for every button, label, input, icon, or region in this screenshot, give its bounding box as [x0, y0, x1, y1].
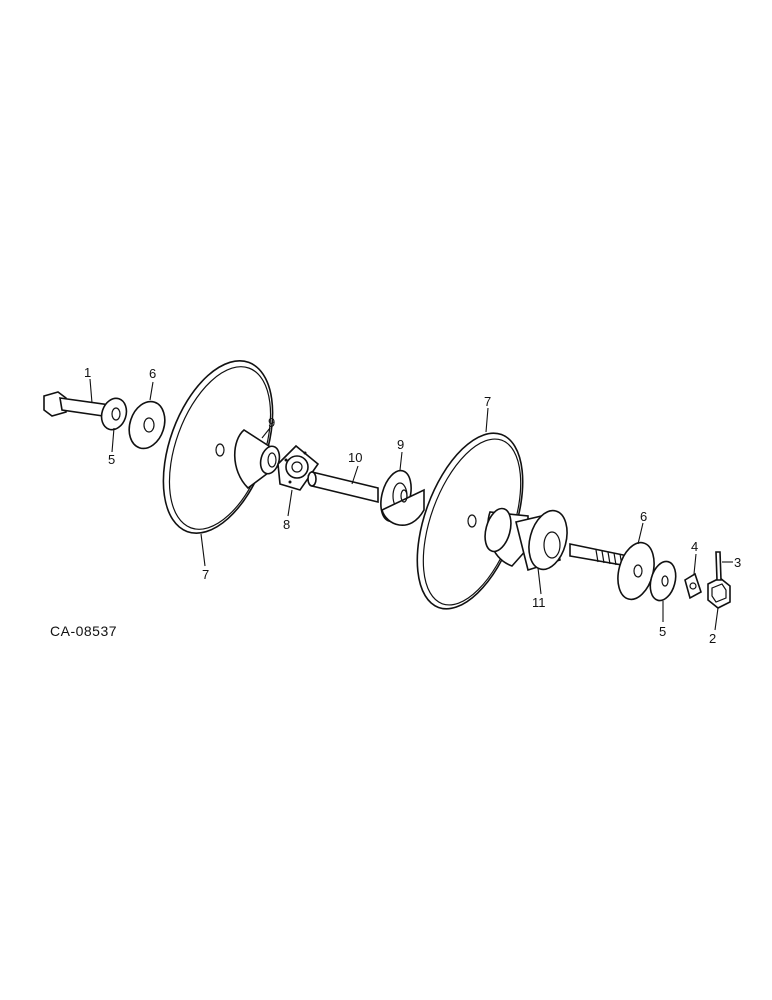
callout-4-lock-washer: 4 — [691, 539, 698, 554]
figure-code-label: CA-08537 — [50, 623, 117, 639]
callout-5-washer-right: 5 — [659, 624, 666, 639]
callout-7-blade-left: 7 — [202, 567, 209, 582]
washer-part-5-left — [100, 397, 128, 431]
spool-part-9-middle — [380, 469, 425, 527]
cotter-pin-part-3 — [715, 551, 722, 581]
callout-10-shaft: 10 — [348, 450, 362, 465]
callout-8-bearing: 8 — [283, 517, 290, 532]
callout-5-washer-left: 5 — [108, 452, 115, 467]
spool-part-9-left — [234, 429, 281, 490]
shaft-part-10 — [307, 470, 379, 504]
bolt-part-1 — [43, 391, 111, 418]
hub-part-11 — [484, 507, 568, 572]
callout-3-cotter-pin: 3 — [734, 555, 741, 570]
washer-part-6-left — [128, 400, 166, 450]
threaded-shaft-end — [569, 543, 629, 567]
callout-11-hub: 11 — [532, 595, 546, 610]
nut-part-2 — [707, 577, 731, 609]
callout-7-blade-right: 7 — [484, 394, 491, 409]
callout-6-washer-right: 6 — [640, 509, 647, 524]
callout-9-spool-middle: 9 — [397, 437, 404, 452]
lock-washer-part-4 — [684, 572, 702, 600]
callout-1-bolt: 1 — [84, 365, 91, 380]
callout-2-nut: 2 — [709, 631, 716, 646]
leader-lines — [89, 378, 733, 631]
callout-9-spool-left: 9 — [268, 415, 275, 430]
callout-6-washer-left: 6 — [149, 366, 156, 381]
washer-part-5-right — [649, 560, 677, 602]
